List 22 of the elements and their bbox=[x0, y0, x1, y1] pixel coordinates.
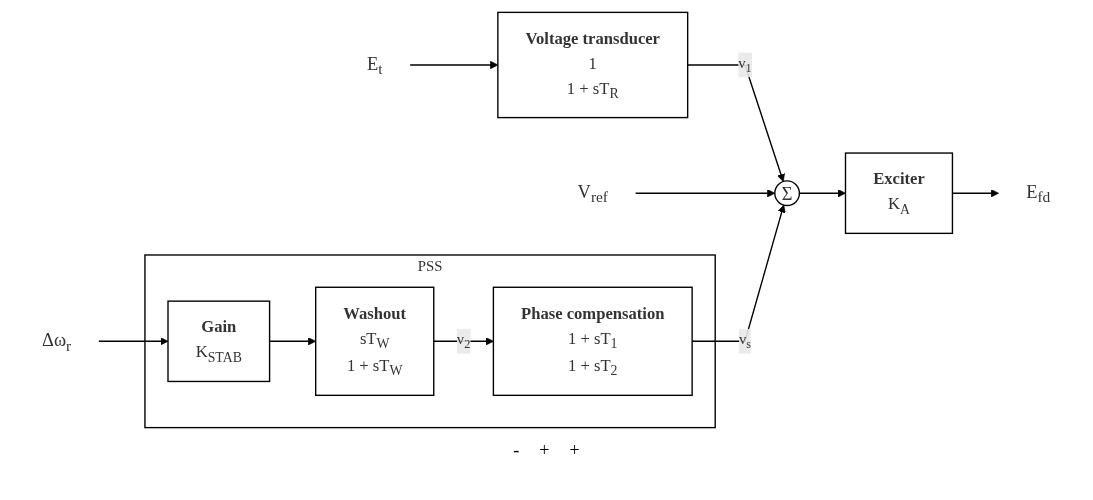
arrow bbox=[687, 64, 786, 182]
edge-label: v$_{1}$ bbox=[738, 55, 753, 75]
sign-label: - bbox=[513, 440, 520, 460]
sign-label: + bbox=[569, 440, 580, 460]
arrow bbox=[269, 337, 317, 346]
sign-label: + bbox=[539, 440, 550, 460]
edge-label: v$_{s}$ bbox=[739, 331, 752, 352]
node-box: Voltage transducer 1 1 + sT$_{R}$ bbox=[497, 11, 689, 119]
node-text: E$_{t}$ bbox=[367, 53, 383, 78]
arrow bbox=[635, 189, 776, 198]
arrow bbox=[409, 60, 499, 70]
node-box: Phase compensation 1 + sT$_{1}$ 1 + sT$_{2}$ bbox=[493, 286, 694, 396]
node-text: V$_{ref}$ bbox=[577, 181, 609, 207]
node-circle: Σ bbox=[774, 180, 801, 207]
node-box: Exciter K$_{A}$ bbox=[845, 152, 954, 235]
node-box: Washout sT$_{W}$ 1 + sT$_{W}$ bbox=[315, 286, 435, 396]
arrow bbox=[98, 337, 169, 346]
edge-label: v$_{2}$ bbox=[457, 331, 471, 352]
node-box: Gain K$_{STAB}$ bbox=[167, 300, 271, 383]
node-text: E$_{fd}$ bbox=[1026, 181, 1051, 207]
node-text: Δω$_{r}$ bbox=[42, 329, 72, 355]
arrow bbox=[952, 189, 1000, 198]
